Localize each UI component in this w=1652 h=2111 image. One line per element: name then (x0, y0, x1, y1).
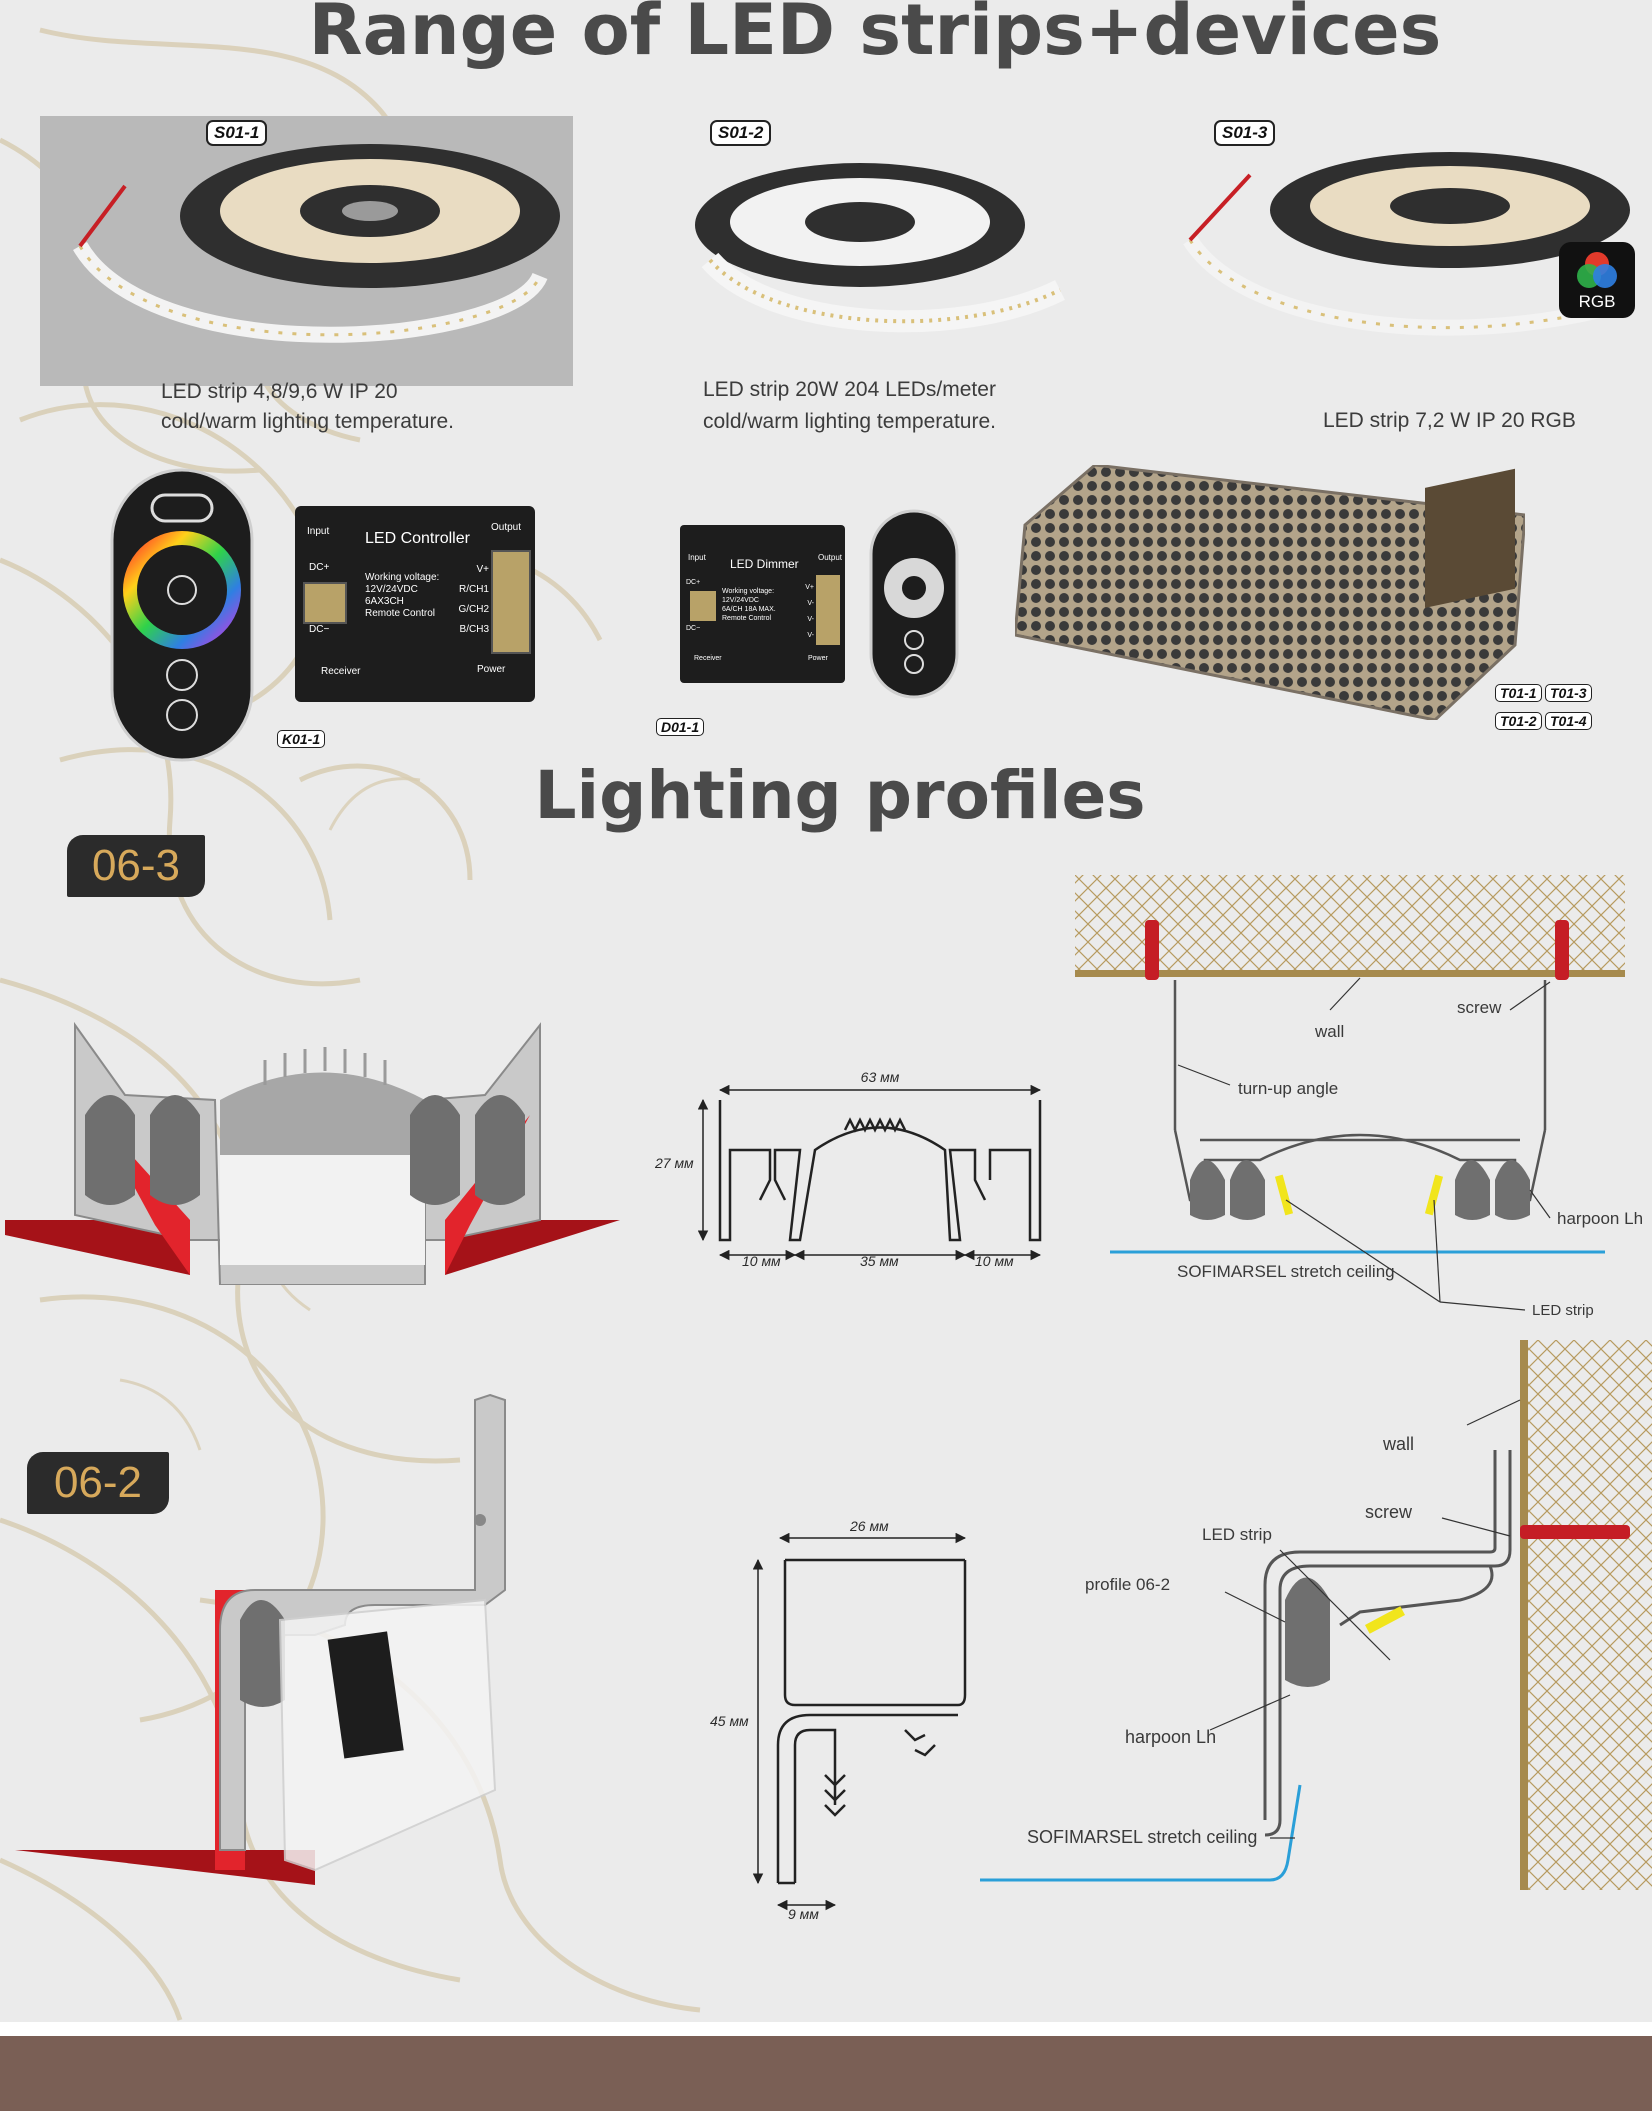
s01-1-image (40, 116, 573, 386)
led-reel-icon (1183, 152, 1630, 336)
led-controller: LED Controller Input Output Working volt… (295, 506, 535, 702)
product-code-t01-2: T01-2 (1495, 712, 1542, 730)
profile-badge-06-2: 06-2 (27, 1452, 169, 1514)
label-screw: screw (1457, 998, 1502, 1017)
controller-channel: R/CH1 (458, 584, 489, 595)
label-profile: profile 06-2 (1085, 1575, 1170, 1594)
product-code-d01-1: D01-1 (656, 718, 705, 736)
profile-06-3-installation: wall screw turn-up angle harpoon Lh SOFI… (1075, 875, 1643, 1319)
footer-divider (0, 2022, 1652, 2036)
label-ceiling: SOFIMARSEL stretch ceiling (1027, 1827, 1257, 1847)
label-wall: wall (1314, 1022, 1344, 1041)
s01-2-caption-line2: cold/warm lighting temperature. (703, 410, 996, 433)
dimmer-dc-minus: DC− (686, 625, 701, 632)
s01-2-image (680, 150, 1065, 350)
controller-spec: 12V/24VDC (365, 584, 418, 595)
controller-channel: G/CH2 (458, 604, 489, 615)
dimmer-title: LED Dimmer (730, 557, 799, 571)
product-code-t01-1: T01-1 (1495, 684, 1542, 702)
led-reel-icon (73, 144, 560, 343)
profile-06-3-dimensions: 63 мм 27 мм 10 мм 35 мм 10 мм (654, 1069, 1042, 1269)
dimmer-receiver: Receiver (694, 655, 722, 662)
led-dimmer: LED Dimmer Input Output Working voltage:… (680, 525, 845, 683)
rgb-badge: RGB (1559, 242, 1635, 318)
controller-receiver: Receiver (321, 666, 361, 677)
product-code-s01-2: S01-2 (710, 120, 772, 146)
dimmer-channel: V- (807, 632, 814, 639)
led-reel-icon (695, 163, 1065, 333)
dimmer-channel: V- (807, 600, 814, 607)
s01-1-caption-line1: LED strip 4,8/9,6 W IP 20 (161, 380, 398, 403)
rgb-badge-label: RGB (1578, 292, 1616, 311)
profile-06-2-render (15, 1393, 506, 1885)
label-led-strip: LED strip (1202, 1525, 1272, 1544)
section-title: Lighting profiles (534, 757, 1146, 834)
controller-spec: Working voltage: (365, 572, 440, 583)
label-harpoon: harpoon Lh (1557, 1209, 1643, 1228)
controller-power: Power (477, 664, 506, 675)
product-code-k01-1: K01-1 (277, 730, 326, 748)
dimmer-channel: V+ (805, 584, 814, 591)
dimmer-remote-image (868, 508, 960, 700)
dim-bottom: 9 мм (788, 1906, 819, 1922)
dim-center: 35 мм (860, 1253, 899, 1269)
dim-height: 45 мм (710, 1713, 749, 1729)
power-supply-icon (1013, 463, 1527, 722)
dimmer-dc-plus: DC+ (686, 579, 701, 586)
dim-left: 10 мм (742, 1253, 781, 1269)
controller-title: LED Controller (365, 530, 470, 547)
label-led-strip: LED strip (1532, 1302, 1594, 1319)
controller-output: Output (491, 522, 522, 533)
controller-channel: V+ (476, 564, 489, 575)
dim-right: 10 мм (975, 1253, 1014, 1269)
product-code-t01-3: T01-3 (1545, 684, 1592, 702)
s01-1-caption-line2: cold/warm lighting temperature. (161, 410, 454, 433)
dim-width: 26 мм (849, 1518, 889, 1534)
remote-control-icon (869, 509, 959, 699)
dimmer-power: Power (808, 655, 828, 662)
terminal-block (690, 591, 716, 621)
dimmer-spec: Remote Control (722, 615, 772, 622)
product-code-s01-3: S01-3 (1214, 120, 1276, 146)
terminal-block (303, 582, 347, 624)
rgb-circles-icon (1577, 252, 1617, 288)
label-harpoon: harpoon Lh (1125, 1727, 1216, 1747)
dim-height: 27 мм (654, 1155, 694, 1171)
dimmer-spec: Working voltage: (722, 588, 775, 595)
profile-badge-06-3: 06-3 (67, 835, 205, 897)
controller-channel: B/CH3 (459, 624, 489, 635)
s01-2-caption-line1: LED strip 20W 204 LEDs/meter (703, 378, 996, 401)
profile-06-2-installation: wall screw LED strip profile 06-2 harpoo… (980, 1340, 1652, 1890)
dimmer-input: Input (688, 553, 706, 562)
label-ceiling: SOFIMARSEL stretch ceiling (1177, 1262, 1395, 1281)
remote-control-icon (110, 468, 254, 762)
label-turn-up-angle: turn-up angle (1238, 1079, 1338, 1098)
label-screw: screw (1365, 1502, 1413, 1522)
dimmer-spec: 6A/CH 18A MAX. (722, 606, 776, 613)
dim-width: 63 мм (861, 1069, 900, 1085)
product-code-t01-4: T01-4 (1545, 712, 1592, 730)
controller-dc-plus: DC+ (309, 562, 330, 573)
dimmer-spec: 12V/24VDC (722, 597, 759, 604)
terminal-block (816, 575, 840, 645)
dimmer-channel: V- (807, 616, 814, 623)
product-code-s01-1: S01-1 (206, 120, 268, 146)
page-title: Range of LED strips+devices (308, 0, 1442, 71)
controller-input: Input (307, 526, 330, 537)
label-wall: wall (1382, 1434, 1414, 1454)
profile-06-3-render (5, 1021, 620, 1285)
controller-spec: 6AX3CH (365, 596, 404, 607)
rgb-remote-image (107, 465, 257, 765)
s01-3-image (1180, 150, 1630, 350)
controller-dc-minus: DC− (309, 624, 330, 635)
s01-3-caption: LED strip 7,2 W IP 20 RGB (1323, 409, 1576, 432)
power-supply-image (1013, 463, 1527, 722)
footer-bar (0, 2036, 1652, 2111)
controller-spec: Remote Control (365, 608, 436, 619)
dimmer-output: Output (818, 553, 843, 562)
profile-06-2-dimensions: 26 мм 45 мм 9 мм (710, 1518, 967, 1922)
terminal-block (491, 550, 531, 654)
